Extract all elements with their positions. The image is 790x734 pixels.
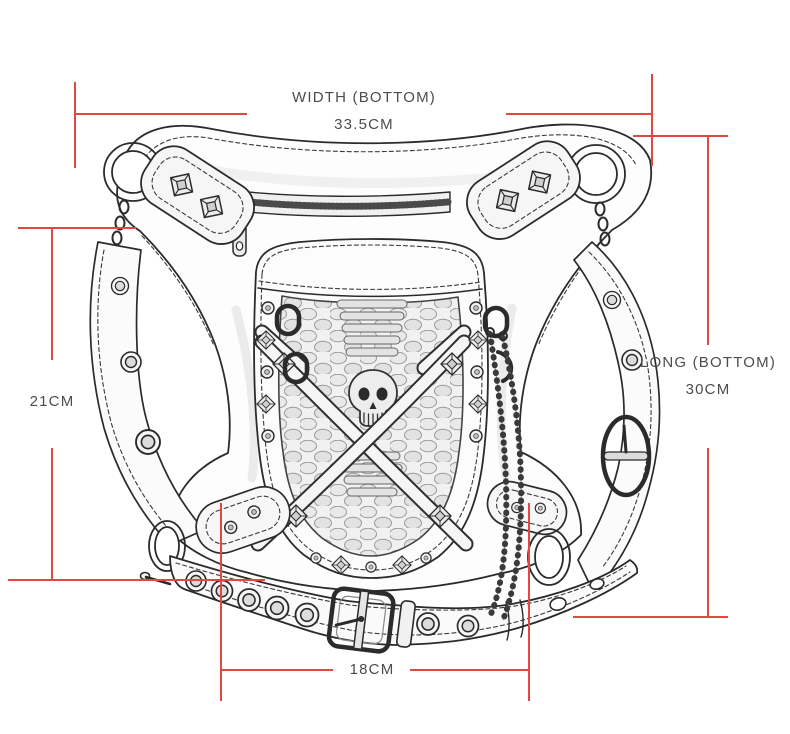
bottom-belt	[169, 555, 639, 654]
dimension-label: LONG (BOTTOM)	[639, 354, 777, 371]
right-strap-buckle-icon	[600, 414, 652, 498]
dimension-left-lines	[8, 227, 265, 581]
belt-keeper	[396, 600, 416, 648]
dimension-value: 18CM	[349, 661, 395, 678]
dimension-bottom-lines	[220, 503, 530, 701]
scale-ridges	[336, 299, 408, 497]
dimension-width-lines	[74, 74, 653, 168]
left-oval-patch	[195, 485, 291, 555]
bag-sketch	[89, 123, 661, 654]
dimension-long-bottom: LONG (BOTTOM) 30CM	[618, 349, 790, 403]
dimension-height-left: 21CM	[20, 388, 84, 415]
dimension-value: 33.5CM	[334, 116, 394, 133]
belt-buckle-icon	[326, 586, 396, 654]
dimension-long-lines	[573, 135, 728, 618]
dimension-value: 30CM	[685, 381, 731, 398]
right-studded-tab	[466, 140, 581, 240]
bottom-left-d-ring-icon	[139, 520, 186, 586]
dimension-width-inner: 18CM	[336, 656, 408, 683]
dimension-value: 21CM	[29, 393, 75, 410]
dimension-label: WIDTH (BOTTOM)	[292, 89, 436, 106]
dimension-width-bottom: WIDTH (BOTTOM) 33.5CM	[243, 84, 485, 138]
bottom-right-d-ring-icon	[527, 528, 571, 586]
right-strap	[573, 241, 661, 587]
dimension-lines	[8, 74, 728, 701]
hanging-chains-icon	[485, 327, 525, 623]
snap-hook-icon	[496, 350, 514, 383]
left-studded-tab	[140, 145, 255, 245]
